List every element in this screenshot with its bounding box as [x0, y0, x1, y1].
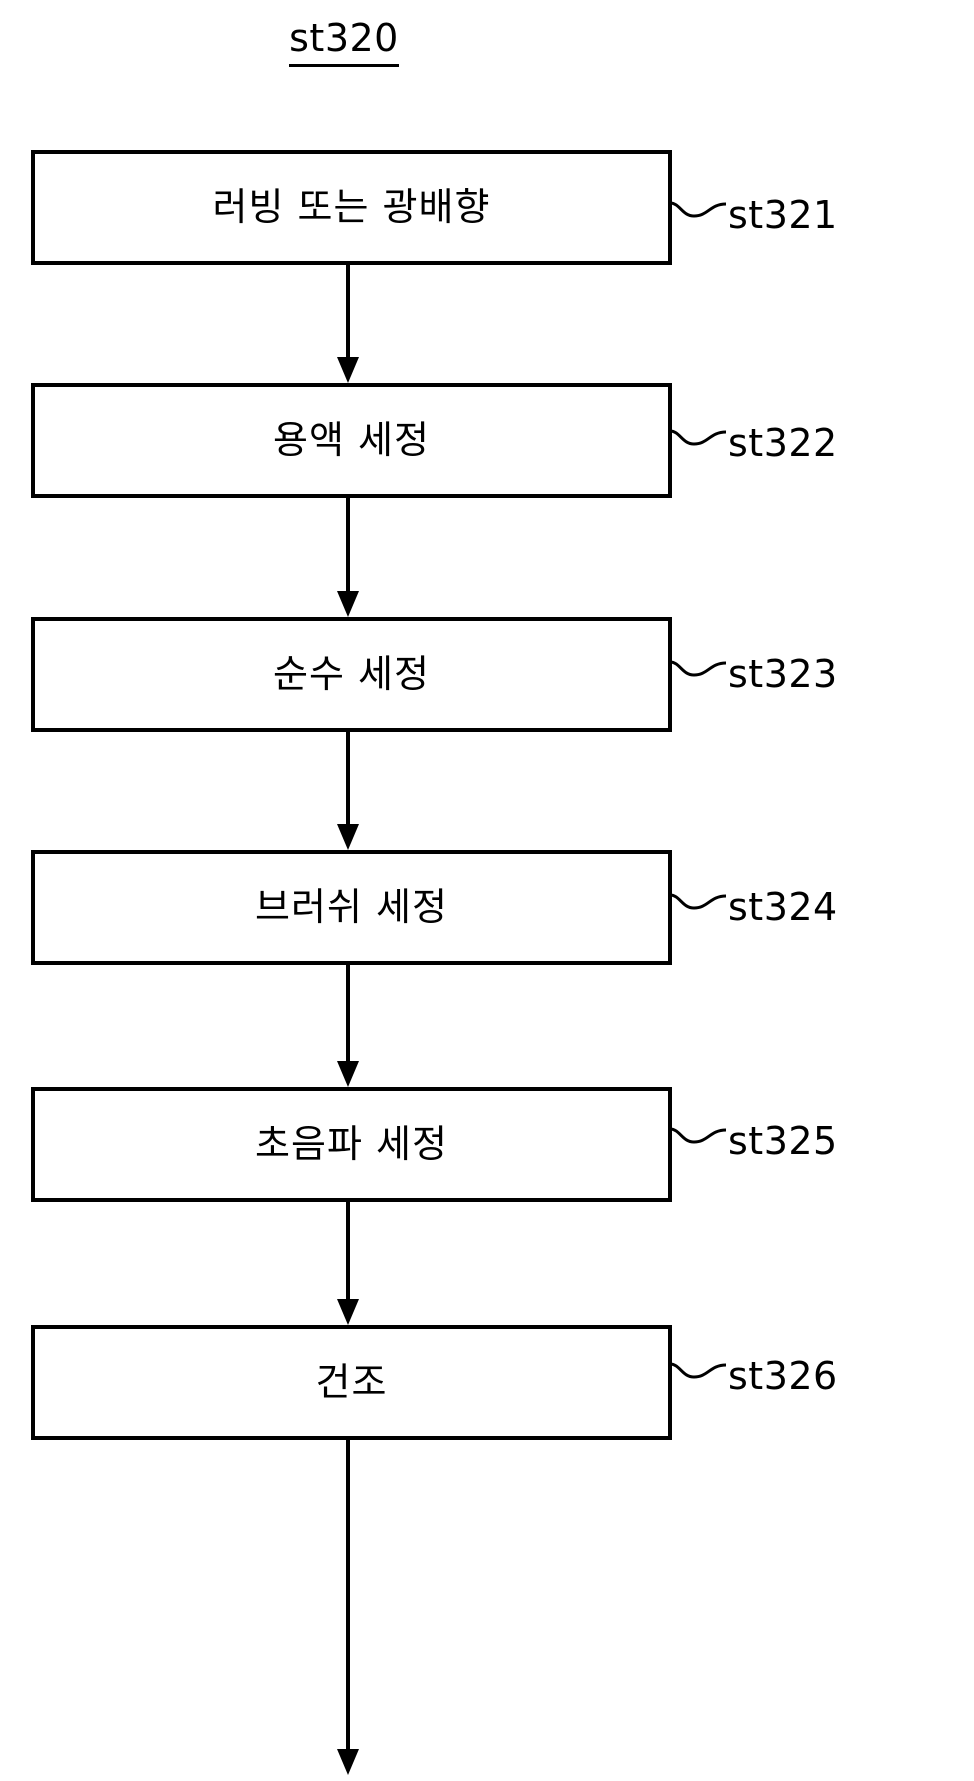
process-box-label: 브러쉬 세정 [255, 884, 448, 929]
step-reference-st324: st324 [728, 885, 838, 929]
flow-arrow-st321-to-st322 [337, 265, 359, 383]
process-box-label: 초음파 세정 [255, 1121, 448, 1166]
leader-line-st324 [669, 893, 727, 910]
process-box-st326: 건조 [31, 1325, 672, 1440]
step-reference-st323: st323 [728, 652, 838, 696]
leader-line-st326 [669, 1362, 727, 1379]
flow-arrow-st324-to-st325 [337, 965, 359, 1087]
process-box-label: 용액 세정 [273, 417, 430, 462]
process-box-st321: 러빙 또는 광배향 [31, 150, 672, 265]
flow-arrow-st326-to-exit [337, 1440, 359, 1775]
flow-arrow-st325-to-st326 [337, 1202, 359, 1325]
process-box-label: 건조 [315, 1359, 388, 1404]
figure-title-text: st320 [289, 16, 399, 67]
figure-title: st320 [0, 16, 688, 67]
step-reference-st321: st321 [728, 193, 838, 237]
leader-line-st321 [669, 201, 727, 218]
process-box-st322: 용액 세정 [31, 383, 672, 498]
process-box-label: 순수 세정 [273, 651, 430, 696]
step-reference-st325: st325 [728, 1119, 838, 1163]
process-box-st325: 초음파 세정 [31, 1087, 672, 1202]
leader-line-st322 [669, 429, 727, 446]
step-reference-st322: st322 [728, 421, 838, 465]
leader-line-st325 [669, 1127, 727, 1144]
process-box-st324: 브러쉬 세정 [31, 850, 672, 965]
flow-arrow-st322-to-st323 [337, 498, 359, 617]
process-box-label: 러빙 또는 광배향 [212, 184, 491, 229]
flow-arrow-st323-to-st324 [337, 732, 359, 850]
process-box-st323: 순수 세정 [31, 617, 672, 732]
step-reference-st326: st326 [728, 1354, 838, 1398]
leader-line-st323 [669, 660, 727, 677]
